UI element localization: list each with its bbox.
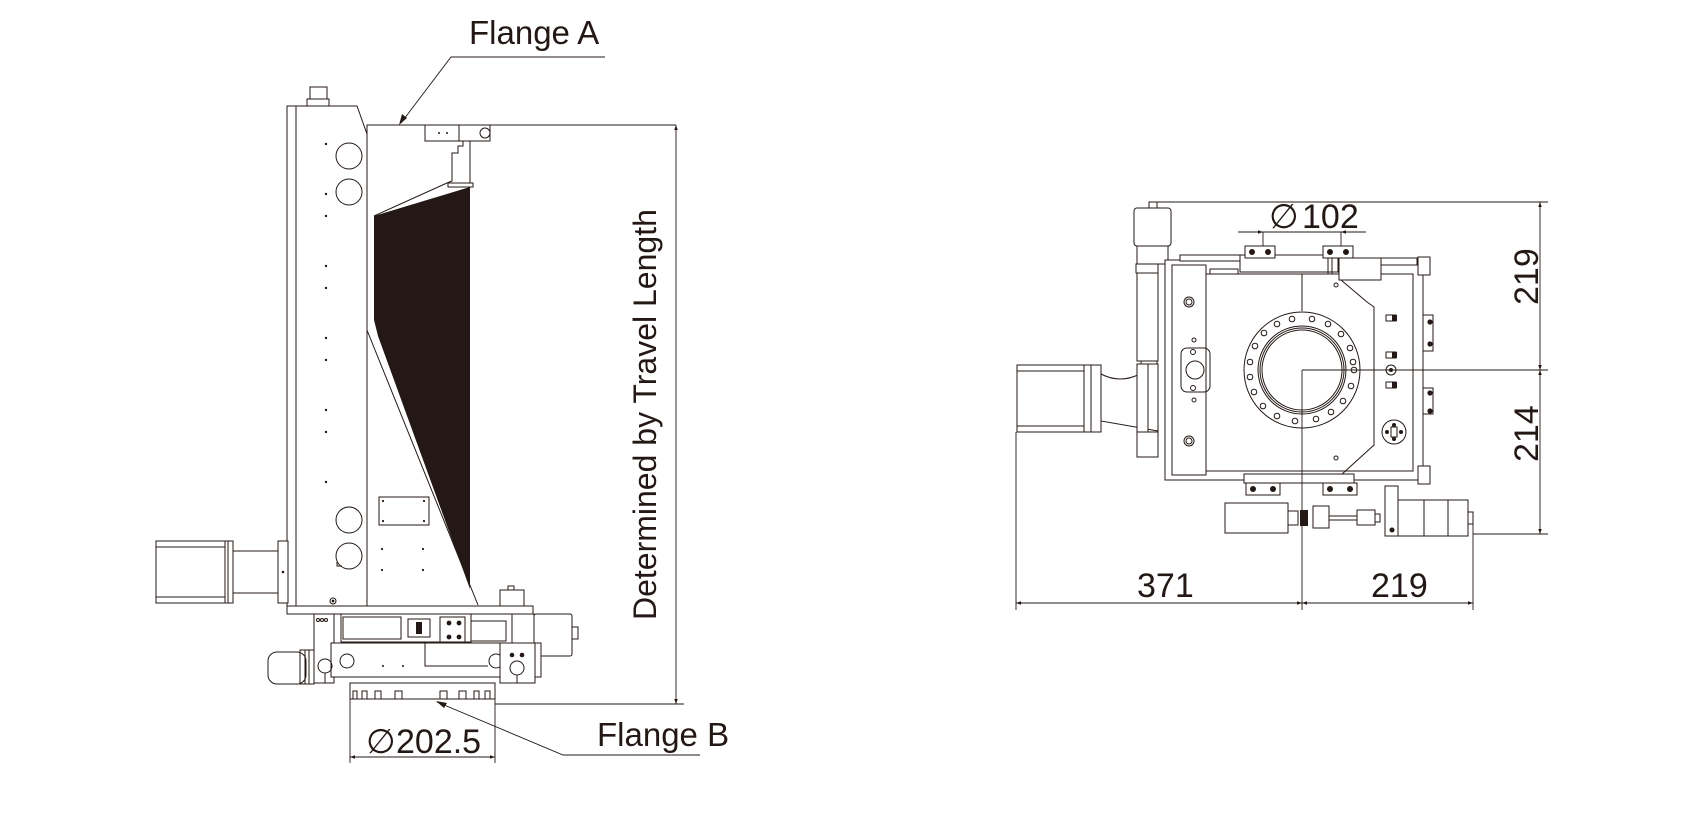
phi-symbol: ∅ [366,723,396,761]
vertical-dimensions: 219 214 [1508,202,1546,534]
flange-b-leader [436,701,700,756]
valve-housing [1164,245,1434,485]
base-stage [267,585,579,700]
column-holes [324,142,430,605]
lower-stage [1224,473,1474,537]
bolt-circle [1246,315,1358,425]
bellows-section [366,124,676,606]
column-motor [155,540,289,604]
phi-symbol: ∅ [1269,198,1299,236]
flange-b-label: Flange B [597,716,729,753]
column-body [286,105,430,615]
flange-a-callout: Flange A [399,14,605,125]
flange-b-callout: Flange B [436,701,729,756]
flange-b-diameter-dimension: ∅ 202.5 [349,699,496,763]
flange-a-leader [400,56,605,124]
dim-bottom-value: 214 [1508,405,1546,462]
dim-top-value: 219 [1508,248,1546,305]
top-view: ∅ 102 [1015,198,1548,610]
dim-right-value: 219 [1371,567,1428,605]
flange-b-arrow-icon [436,701,447,708]
horizontal-dimensions: 371 219 [1016,567,1473,605]
dim-left-value: 371 [1137,567,1194,605]
travel-length-label: Determined by Travel Length [627,209,663,620]
left-motor [1016,363,1159,458]
bore-diameter-value: 102 [1302,198,1359,236]
flange-a-label: Flange A [469,14,599,51]
upper-motor [1133,201,1172,370]
side-view: Flange A [155,14,729,763]
flange-a-arrow-icon [399,114,407,125]
flange-b-diameter-value: 202.5 [396,723,481,761]
travel-length-dimension: Determined by Travel Length [495,125,684,705]
